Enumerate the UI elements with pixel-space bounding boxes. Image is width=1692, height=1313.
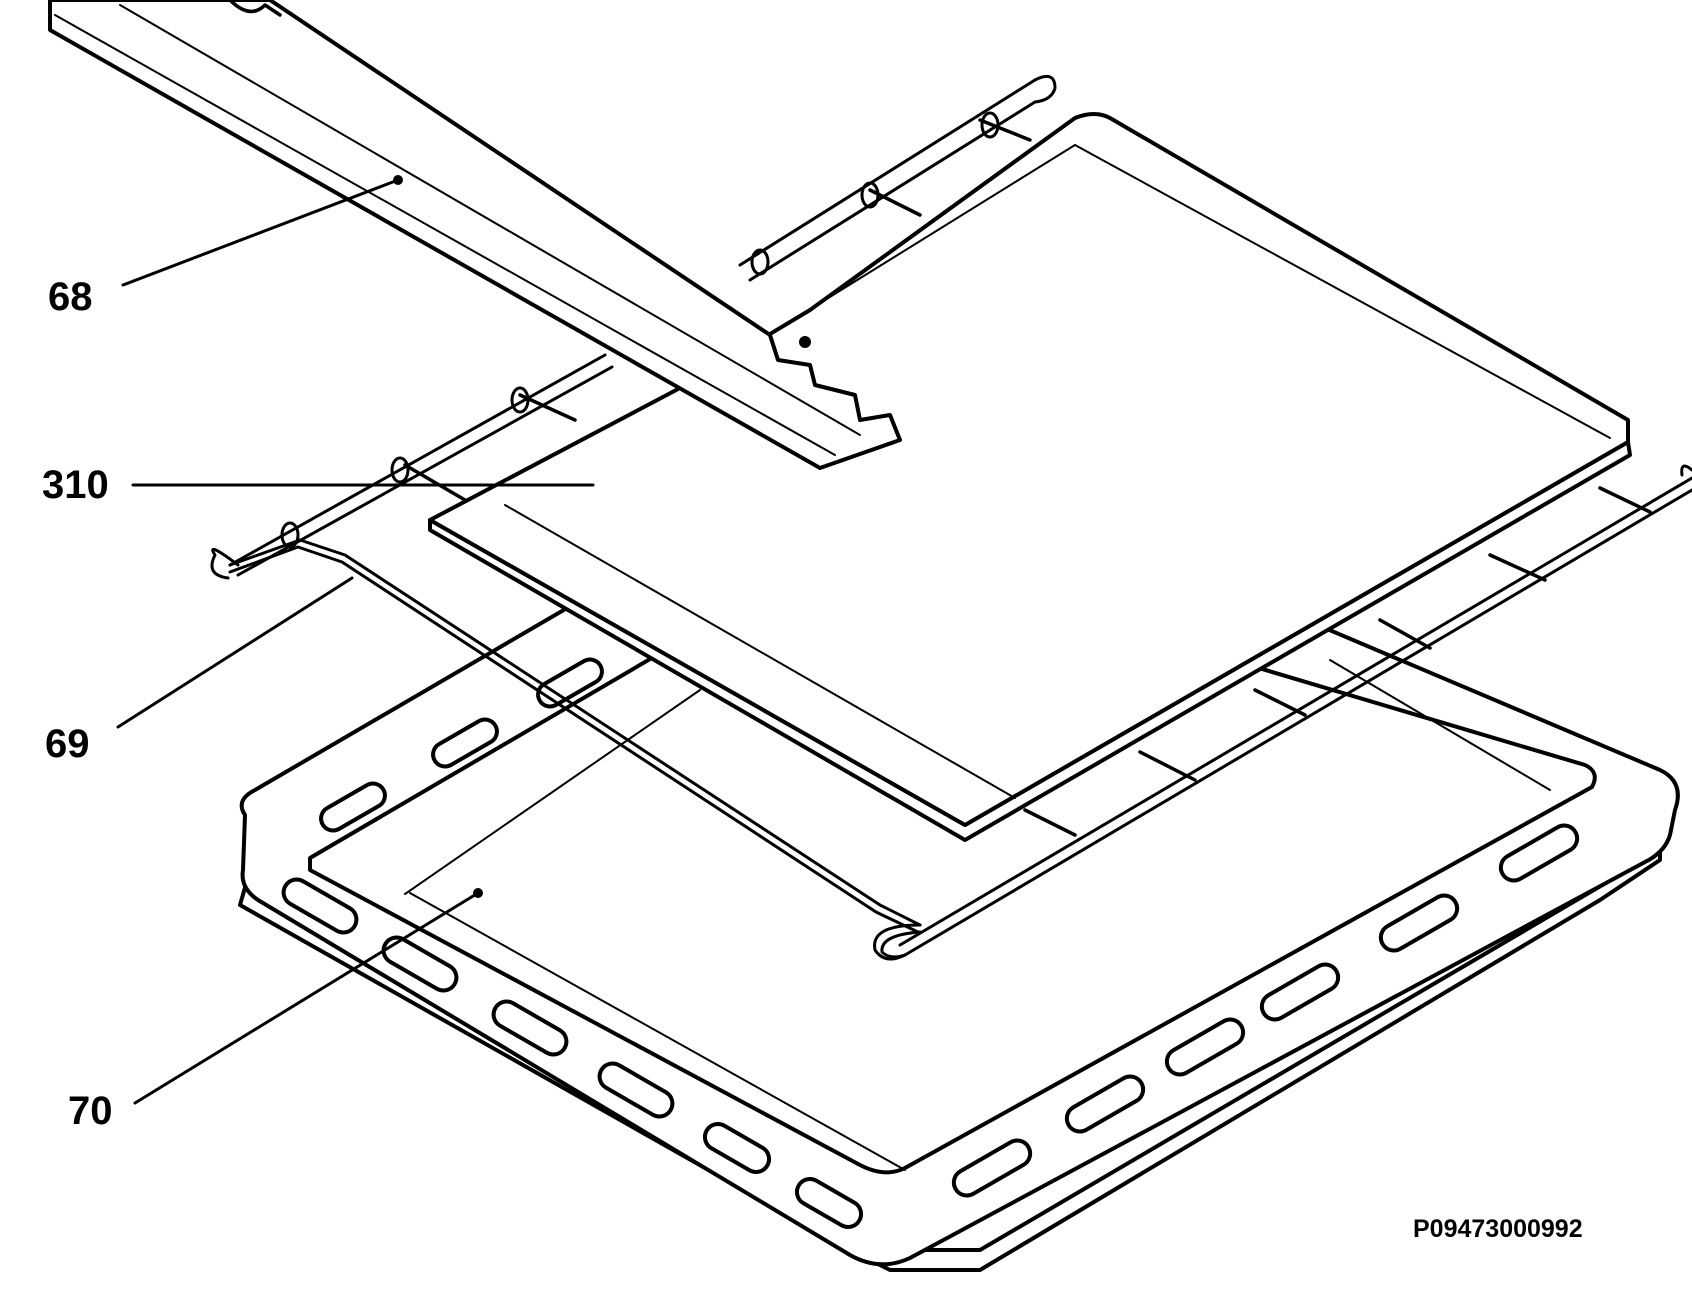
diagram-reference-code: P09473000992 (1413, 1215, 1583, 1243)
baking-sheet-part-310 (428, 112, 1632, 842)
callout-label-310: 310 (42, 463, 109, 507)
tray-slots-right (951, 823, 1580, 1198)
side-runner-part-68 (48, 0, 902, 470)
callout-label-69: 69 (45, 722, 90, 766)
wire-shelf-part-69 (210, 74, 1692, 961)
drip-tray-part-70 (238, 437, 1680, 1272)
callout-label-68: 68 (48, 275, 93, 319)
tray-slots-left (281, 657, 864, 1229)
leader-lines (116, 175, 595, 1105)
callout-label-70: 70 (68, 1089, 113, 1133)
